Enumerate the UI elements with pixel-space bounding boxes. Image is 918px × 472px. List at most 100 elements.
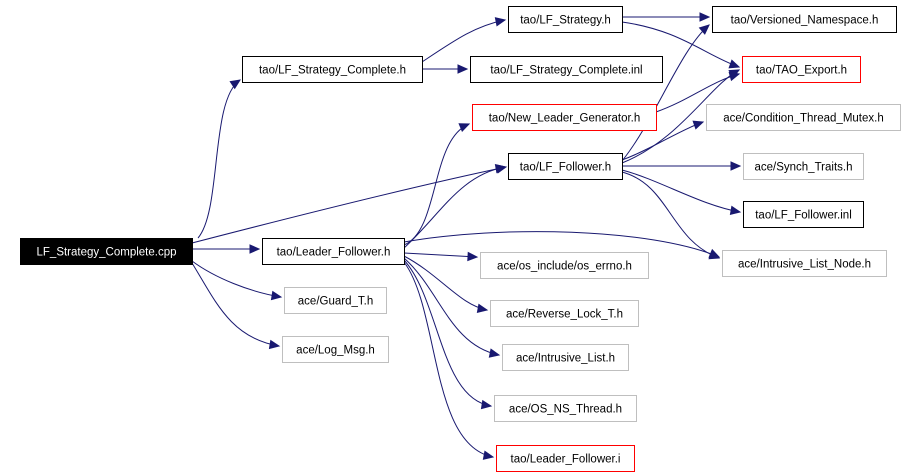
edge-leader_follower_h-to-new_leader_gen	[403, 123, 470, 246]
node-label-lf_strategy_h: tao/LF_Strategy.h	[520, 15, 611, 27]
node-box-lf_follower_h	[508, 153, 623, 180]
node-box-synch_traits	[743, 153, 864, 180]
node-box-leader_follower_h	[262, 238, 405, 265]
node-box-new_leader_gen	[472, 104, 657, 131]
node-label-lfsc_h: tao/LF_Strategy_Complete.h	[259, 65, 406, 77]
node-label-intrusive_list: ace/Intrusive_List.h	[516, 353, 615, 365]
node-box-root	[20, 238, 193, 265]
node-cond_thread_mutex[interactable]: ace/Condition_Thread_Mutex.h	[706, 104, 901, 131]
arrowhead-leader_follower_h-to-intrusive_list	[488, 348, 501, 358]
node-label-root: LF_Strategy_Complete.cpp	[37, 247, 177, 259]
node-lfsc_h[interactable]: tao/LF_Strategy_Complete.h	[242, 56, 423, 83]
edge-lfsc_h-to-lf_strategy_h	[421, 19, 506, 63]
node-tao_export[interactable]: tao/TAO_Export.h	[742, 56, 861, 83]
edge-root-to-guard_t	[191, 260, 282, 298]
edge-leader_follower_h-to-lf_follower_h	[403, 166, 506, 249]
node-label-lf_follower_h: tao/LF_Follower.h	[520, 162, 611, 174]
arrowhead-root-to-leader_follower_h	[249, 244, 261, 254]
edges-layer	[191, 12, 742, 460]
edge-root-to-log_msg	[191, 262, 280, 347]
arrowhead-root-to-guard_t	[270, 290, 283, 301]
node-synch_traits[interactable]: ace/Synch_Traits.h	[743, 153, 864, 180]
arrowhead-root-to-log_msg	[268, 339, 281, 350]
node-box-log_msg	[282, 336, 389, 363]
node-log_msg[interactable]: ace/Log_Msg.h	[282, 336, 389, 363]
edge-root-to-lfsc_h	[197, 79, 241, 239]
node-lf_follower_inl[interactable]: tao/LF_Follower.inl	[743, 201, 864, 228]
node-label-cond_thread_mutex: ace/Condition_Thread_Mutex.h	[723, 113, 883, 125]
arrowhead-leader_follower_h-to-new_leader_gen	[458, 123, 471, 133]
edge-lf_follower_h-to-lf_follower_inl	[621, 169, 741, 213]
node-label-new_leader_gen: tao/New_Leader_Generator.h	[489, 113, 641, 125]
node-reverse_lock[interactable]: ace/Reverse_Lock_T.h	[490, 300, 639, 327]
node-label-versioned_ns: tao/Versioned_Namespace.h	[731, 15, 879, 27]
node-label-intrusive_list_node: ace/Intrusive_List_Node.h	[738, 259, 871, 271]
edge-lf_strategy_h-to-tao_export	[621, 21, 740, 68]
edge-leader_follower_h-to-reverse_lock	[403, 255, 488, 311]
arrowhead-leader_follower_h-to-os_ns_thread	[480, 399, 493, 410]
node-label-log_msg: ace/Log_Msg.h	[296, 345, 375, 357]
node-os_ns_thread[interactable]: ace/OS_NS_Thread.h	[494, 395, 637, 422]
node-box-lfsc_inl	[470, 56, 663, 83]
node-box-os_errno	[480, 252, 649, 279]
node-leader_follower_h[interactable]: tao/Leader_Follower.h	[262, 238, 405, 265]
edge-lf_follower_h-to-intrusive_list_node	[621, 171, 720, 259]
arrowhead-leader_follower_h-to-leader_follower_i	[482, 450, 495, 460]
edge-root-to-lf_follower_h	[191, 166, 507, 244]
arrowhead-lf_follower_h-to-versioned_ns	[698, 24, 710, 35]
arrowhead-lf_strategy_h-to-tao_export	[728, 59, 741, 69]
node-box-lf_follower_inl	[743, 201, 864, 228]
node-label-os_errno: ace/os_include/os_errno.h	[497, 261, 632, 273]
node-box-os_ns_thread	[494, 395, 637, 422]
node-box-tao_export	[742, 56, 861, 83]
node-lf_strategy_h[interactable]: tao/LF_Strategy.h	[508, 6, 623, 33]
node-versioned_ns[interactable]: tao/Versioned_Namespace.h	[712, 6, 897, 33]
arrowhead-lf_follower_h-to-tao_export	[728, 69, 741, 79]
nodes-layer: LF_Strategy_Complete.cpp tao/LF_Strategy_…	[20, 6, 901, 472]
node-label-leader_follower_h: tao/Leader_Follower.h	[277, 247, 391, 259]
edge-leader_follower_h-to-intrusive_list	[403, 257, 500, 356]
node-leader_follower_i[interactable]: tao/Leader_Follower.i	[496, 445, 635, 472]
arrowhead-lf_follower_h-to-intrusive_list_node	[708, 250, 721, 260]
arrowhead-lf_follower_h-to-cond_thread_mutex	[692, 120, 705, 130]
node-new_leader_gen[interactable]: tao/New_Leader_Generator.h	[472, 104, 657, 131]
arrowhead-leader_follower_h-to-os_errno	[467, 251, 479, 262]
node-box-reverse_lock	[490, 300, 639, 327]
node-os_errno[interactable]: ace/os_include/os_errno.h	[480, 252, 649, 279]
node-box-intrusive_list_node	[722, 250, 887, 277]
arrowhead-lf_follower_h-to-lf_follower_inl	[729, 205, 742, 216]
node-box-versioned_ns	[712, 6, 897, 33]
node-label-synch_traits: ace/Synch_Traits.h	[754, 162, 852, 174]
node-box-guard_t	[284, 287, 387, 314]
node-root[interactable]: LF_Strategy_Complete.cpp	[20, 238, 193, 265]
edge-lf_follower_h-to-tao_export	[621, 69, 740, 164]
node-label-lfsc_inl: tao/LF_Strategy_Complete.inl	[490, 65, 642, 77]
node-label-os_ns_thread: ace/OS_NS_Thread.h	[509, 404, 622, 416]
node-guard_t[interactable]: ace/Guard_T.h	[284, 287, 387, 314]
node-box-lfsc_h	[242, 56, 423, 83]
node-lf_follower_h[interactable]: tao/LF_Follower.h	[508, 153, 623, 180]
node-label-guard_t: ace/Guard_T.h	[298, 296, 373, 308]
edge-leader_follower_h-to-os_errno	[403, 252, 478, 258]
node-label-lf_follower_inl: tao/LF_Follower.inl	[755, 210, 852, 222]
arrowhead-leader_follower_h-to-lf_follower_h	[494, 163, 507, 174]
node-lfsc_inl[interactable]: tao/LF_Strategy_Complete.inl	[470, 56, 663, 83]
node-intrusive_list[interactable]: ace/Intrusive_List.h	[502, 344, 629, 371]
arrowhead-lfsc_h-to-lfsc_inl	[457, 64, 469, 74]
node-box-intrusive_list	[502, 344, 629, 371]
arrowhead-root-to-lfsc_h	[229, 79, 242, 90]
arrowhead-lf_follower_h-to-synch_traits	[730, 161, 742, 171]
edge-leader_follower_h-to-intrusive_list_node	[403, 231, 720, 258]
node-label-tao_export: tao/TAO_Export.h	[756, 65, 847, 77]
edge-leader_follower_h-to-os_ns_thread	[403, 259, 492, 407]
node-box-cond_thread_mutex	[706, 104, 901, 131]
arrowhead-lf_strategy_h-to-versioned_ns	[699, 12, 711, 22]
arrowhead-lfsc_h-to-lf_strategy_h	[494, 17, 507, 27]
node-intrusive_list_node[interactable]: ace/Intrusive_List_Node.h	[722, 250, 887, 277]
arrowhead-leader_follower_h-to-reverse_lock	[476, 303, 489, 313]
node-label-reverse_lock: ace/Reverse_Lock_T.h	[506, 309, 623, 321]
node-label-leader_follower_i: tao/Leader_Follower.i	[511, 454, 621, 466]
node-box-lf_strategy_h	[508, 6, 623, 33]
edge-leader_follower_h-to-leader_follower_i	[403, 261, 494, 458]
